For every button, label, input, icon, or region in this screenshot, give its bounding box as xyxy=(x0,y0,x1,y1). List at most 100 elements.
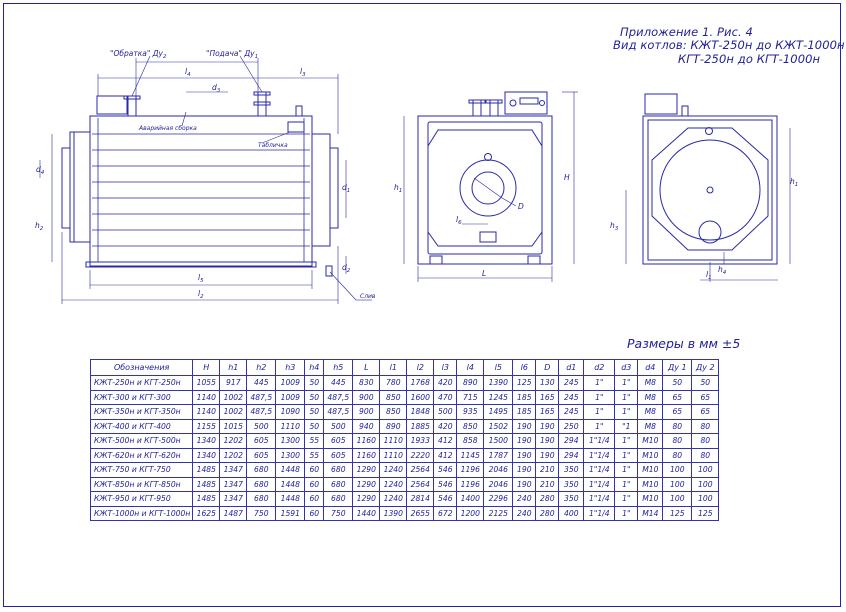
table-cell: 2046 xyxy=(483,476,514,492)
table-cell: 1347 xyxy=(219,462,248,478)
table-cell: 500 xyxy=(246,418,277,434)
table-cell: 1145 xyxy=(456,447,485,463)
table-cell: 80 xyxy=(662,418,693,434)
label-podacha: "Подача" Ду1 xyxy=(206,49,258,60)
table-cell: М10 xyxy=(637,447,664,463)
safety-valve xyxy=(295,105,303,117)
table-cell: 1485 xyxy=(192,462,221,478)
table-row-name: КЖТ-400 и КГТ-400 xyxy=(89,418,194,434)
rear-flue-outlet xyxy=(659,139,761,241)
label-sliv: Слив xyxy=(360,293,376,300)
table-header-cell: D xyxy=(535,359,560,376)
table-cell: 750 xyxy=(323,505,354,521)
table-cell: 280 xyxy=(535,491,560,507)
table-cell: 1140 xyxy=(192,389,221,405)
table-cell: 1848 xyxy=(406,404,435,420)
table-cell: 1200 xyxy=(456,505,485,521)
table-cell: 900 xyxy=(352,389,381,405)
table-cell: 80 xyxy=(662,433,693,449)
table-cell: 165 xyxy=(535,389,560,405)
table-cell: 190 xyxy=(535,433,560,449)
table-cell: 2564 xyxy=(406,462,435,478)
table-cell: 130 xyxy=(535,375,560,391)
table-cell: 1787 xyxy=(483,447,514,463)
table-cell: 1" xyxy=(583,418,616,434)
table-cell: 500 xyxy=(433,404,458,420)
table-cell: 830 xyxy=(352,375,381,391)
table-cell: 1160 xyxy=(352,433,381,449)
table-cell: 1"1/4 xyxy=(583,476,616,492)
table-cell: 60 xyxy=(304,462,325,478)
table-cell: 125 xyxy=(512,375,537,391)
table-cell: 1110 xyxy=(379,447,408,463)
table-cell: 190 xyxy=(512,476,537,492)
table-cell: 2814 xyxy=(406,491,435,507)
table-cell: М10 xyxy=(637,491,664,507)
supply-pipe xyxy=(253,91,271,117)
table-row-name: КЖТ-750 и КГТ-750 xyxy=(89,462,194,478)
table-cell: 1" xyxy=(614,375,639,391)
table-cell: 2564 xyxy=(406,476,435,492)
front-door-flange xyxy=(61,131,91,243)
table-cell: 680 xyxy=(246,462,277,478)
table-cell: 680 xyxy=(246,491,277,507)
sheet-frame xyxy=(3,3,841,607)
table-cell: 1487 xyxy=(219,505,248,521)
table-cell: М10 xyxy=(637,462,664,478)
table-cell: 100 xyxy=(691,462,720,478)
table-header-cell: h5 xyxy=(323,359,354,376)
front-view xyxy=(403,91,578,282)
table-cell: 1002 xyxy=(219,389,248,405)
table-cell: 1160 xyxy=(352,447,381,463)
table-cell: 546 xyxy=(433,476,458,492)
table-cell: 190 xyxy=(512,433,537,449)
label-H: H xyxy=(564,173,570,182)
table-cell: 100 xyxy=(662,476,693,492)
table-cell: 1240 xyxy=(379,462,408,478)
table-cell: 50 xyxy=(304,389,325,405)
table-cell: 250 xyxy=(558,418,585,434)
table-cell: 240 xyxy=(512,491,537,507)
table-cell: 50 xyxy=(691,375,720,391)
table-cell: 1"1/4 xyxy=(583,447,616,463)
front-door xyxy=(427,129,543,247)
label-l4: l4 xyxy=(185,67,191,78)
rear-flue-collar xyxy=(311,133,339,247)
table-header-cell: Ду 1 xyxy=(662,359,693,376)
table-cell: М8 xyxy=(637,375,664,391)
table-cell: 245 xyxy=(558,389,585,405)
table-header-cell: l3 xyxy=(433,359,458,376)
rear-dimensions xyxy=(625,128,791,282)
table-cell: 1290 xyxy=(352,491,381,507)
side-panel-lines xyxy=(92,118,310,262)
table-cell: 210 xyxy=(535,462,560,478)
table-cell: 850 xyxy=(456,418,485,434)
front-pipes xyxy=(468,99,503,117)
table-cell: М8 xyxy=(637,418,664,434)
table-cell: 2125 xyxy=(483,505,514,521)
table-cell: 50 xyxy=(304,418,325,434)
table-cell: 487,5 xyxy=(246,389,277,405)
table-row-name: КЖТ-850н и КГТ-850н xyxy=(89,476,194,492)
table-cell: 100 xyxy=(691,476,720,492)
table-cell: 1340 xyxy=(192,447,221,463)
label-h1-rear: h1 xyxy=(790,177,798,188)
table-header-cell: Ду 2 xyxy=(691,359,720,376)
table-cell: 850 xyxy=(379,389,408,405)
table-cell: 1485 xyxy=(192,491,221,507)
table-header-cell: l6 xyxy=(512,359,537,376)
control-panel xyxy=(504,91,548,115)
table-cell: 605 xyxy=(246,433,277,449)
table-cell: 50 xyxy=(662,375,693,391)
table-cell: 1" xyxy=(583,404,616,420)
table-header-cell: h3 xyxy=(275,359,306,376)
